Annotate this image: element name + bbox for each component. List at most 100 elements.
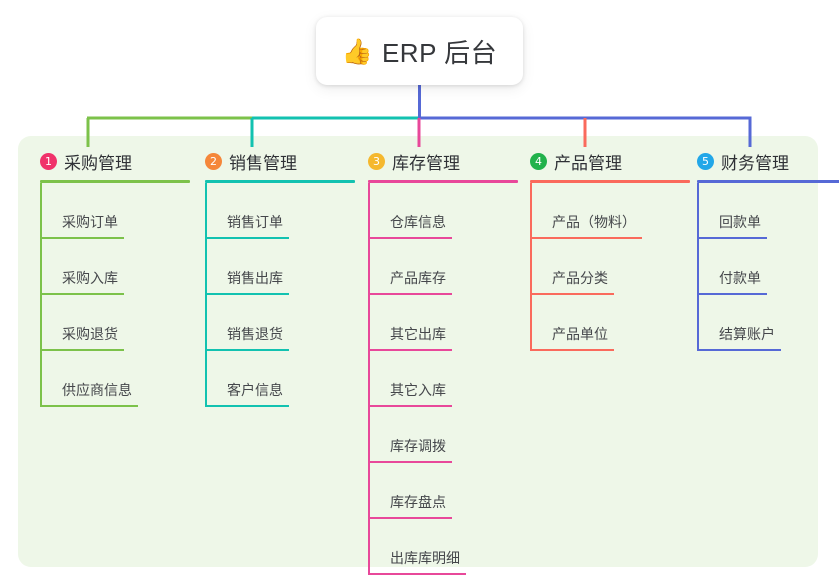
branch-item-label: 其它入库 (390, 382, 446, 398)
branch-item-rule (368, 517, 452, 519)
branch-header-rule (530, 180, 690, 183)
branch-item-rule (205, 349, 289, 351)
branch-column-产品管理: 4 产品管理产品（物料） 产品分类产品单位 (530, 148, 690, 351)
branch-item-label: 库存盘点 (390, 494, 446, 510)
branch-item-rule (368, 405, 452, 407)
branch-item[interactable]: 库存盘点 (368, 463, 478, 519)
branch-badge-4: 4 (530, 152, 547, 170)
branch-stem (40, 183, 42, 407)
branch-item[interactable]: 产品单位 (530, 295, 650, 351)
branch-items: 采购订单采购入库采购退货供应商信息 (40, 183, 190, 407)
branch-item-rule (40, 293, 124, 295)
branch-header-rule (697, 180, 839, 183)
branch-item[interactable]: 仓库信息 (368, 183, 478, 239)
branch-item-rule (530, 293, 614, 295)
branch-header-rule (368, 180, 518, 183)
root-node[interactable]: 👍 ERP 后台 (316, 17, 523, 85)
branch-stem (697, 183, 699, 351)
branch-stem (530, 183, 532, 351)
branch-column-财务管理: 5 财务管理回款单付款单结算账户 (697, 148, 839, 351)
branch-item[interactable]: 销售订单 (205, 183, 315, 239)
branch-item[interactable]: 采购订单 (40, 183, 150, 239)
branch-header-rule (40, 180, 190, 183)
branch-item-rule (368, 573, 466, 575)
root-node-label: ERP 后台 (381, 37, 498, 68)
branch-badge-1: 1 (40, 152, 57, 170)
branch-item[interactable]: 库存调拨 (368, 407, 478, 463)
branch-item-rule (697, 293, 767, 295)
branch-item-label: 付款单 (719, 270, 761, 286)
branch-item[interactable]: 产品库存 (368, 239, 478, 295)
branch-item[interactable]: 销售退货 (205, 295, 315, 351)
branch-item-label: 采购入库 (62, 270, 118, 286)
branch-header-产品管理[interactable]: 4 产品管理 (530, 148, 690, 174)
branch-item[interactable]: 其它入库 (368, 351, 478, 407)
branch-items: 仓库信息产品库存其它出库其它入库库存调拨库存盘点出库库明细 (368, 183, 518, 575)
branch-column-库存管理: 3 库存管理仓库信息产品库存其它出库其它入库库存调拨库存盘点出库库明细 (368, 148, 518, 575)
branch-item[interactable]: 客户信息 (205, 351, 315, 407)
branch-item-rule (40, 405, 138, 407)
branch-header-库存管理[interactable]: 3 库存管理 (368, 148, 518, 174)
branch-item-label: 产品单位 (552, 326, 608, 342)
branches-panel (18, 136, 818, 567)
branch-item-rule (205, 293, 289, 295)
branch-item-label: 仓库信息 (390, 214, 446, 230)
branch-item[interactable]: 回款单 (697, 183, 807, 239)
branch-items: 销售订单销售出库销售退货客户信息 (205, 183, 355, 407)
branch-stem (368, 183, 370, 575)
branch-item-label: 采购退货 (62, 326, 118, 342)
branch-stem (205, 183, 207, 407)
branch-item-rule (697, 237, 767, 239)
branch-items: 回款单付款单结算账户 (697, 183, 839, 351)
branch-title: 财务管理 (721, 153, 789, 173)
branch-badge-5: 5 (697, 152, 714, 170)
branch-item-rule (697, 349, 781, 351)
branch-item-rule (205, 237, 289, 239)
branch-item-rule (40, 349, 124, 351)
branch-item-rule (530, 237, 642, 239)
branch-item-label: 产品（物料） (552, 214, 636, 230)
branch-item[interactable]: 产品分类 (530, 239, 650, 295)
branch-item-label: 产品库存 (390, 270, 446, 286)
branch-item[interactable]: 采购入库 (40, 239, 150, 295)
branch-item-rule (368, 237, 452, 239)
branch-item-rule (368, 293, 452, 295)
branch-item-label: 其它出库 (390, 326, 446, 342)
branch-items: 产品（物料） 产品分类产品单位 (530, 183, 690, 351)
branch-title: 销售管理 (229, 153, 297, 173)
branch-title: 库存管理 (392, 153, 460, 173)
branch-title: 产品管理 (554, 153, 622, 173)
branch-header-rule (205, 180, 355, 183)
branch-item-rule (205, 405, 289, 407)
branch-item[interactable]: 产品（物料） (530, 183, 650, 239)
branch-header-财务管理[interactable]: 5 财务管理 (697, 148, 839, 174)
branch-item[interactable]: 销售出库 (205, 239, 315, 295)
branch-item[interactable]: 结算账户 (697, 295, 807, 351)
branch-item-label: 回款单 (719, 214, 761, 230)
branch-item[interactable]: 付款单 (697, 239, 807, 295)
branch-item-label: 出库库明细 (390, 550, 460, 566)
branch-item-label: 销售退货 (227, 326, 283, 342)
branch-item-label: 销售出库 (227, 270, 283, 286)
branch-item-label: 采购订单 (62, 214, 118, 230)
branch-item-label: 销售订单 (227, 214, 283, 230)
branch-item-rule (368, 349, 452, 351)
branch-header-销售管理[interactable]: 2 销售管理 (205, 148, 355, 174)
branch-item-label: 客户信息 (227, 382, 283, 398)
branch-item-rule (530, 349, 614, 351)
branch-item-label: 产品分类 (552, 270, 608, 286)
root-node-content: 👍 ERP 后台 (342, 33, 497, 70)
thumbs-up-icon: 👍 (341, 36, 373, 66)
branch-item[interactable]: 供应商信息 (40, 351, 150, 407)
branch-badge-3: 3 (368, 152, 385, 170)
branch-item-label: 供应商信息 (62, 382, 132, 398)
branch-column-销售管理: 2 销售管理销售订单销售出库销售退货客户信息 (205, 148, 355, 407)
branch-badge-2: 2 (205, 152, 222, 170)
branch-item-label: 结算账户 (719, 326, 775, 342)
branch-item[interactable]: 出库库明细 (368, 519, 478, 575)
branch-item[interactable]: 采购退货 (40, 295, 150, 351)
branch-item[interactable]: 其它出库 (368, 295, 478, 351)
